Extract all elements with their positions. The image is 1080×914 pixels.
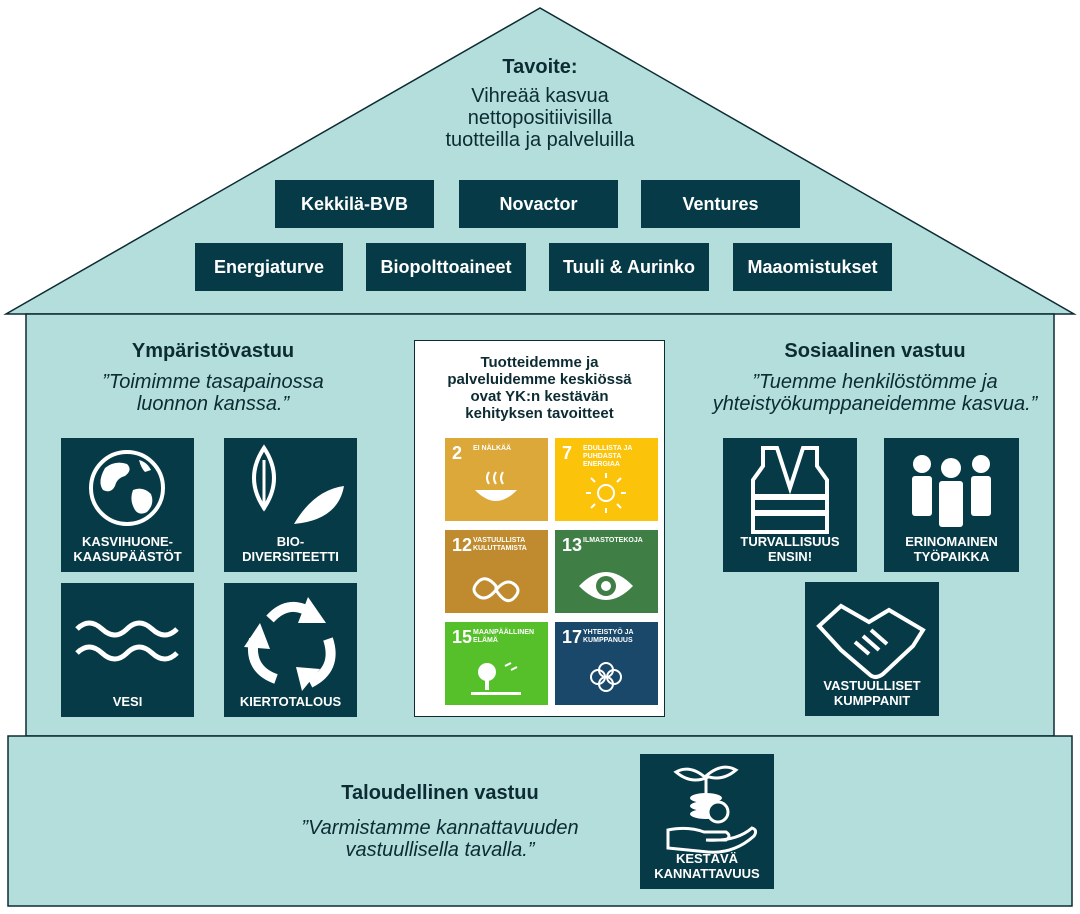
environment-title: Ympäristövastuu — [131, 340, 295, 362]
environment-header: Ympäristövastuu ”Toimimme tasapainossa l… — [40, 340, 386, 415]
goal-line-3: tuotteilla ja palveluilla — [445, 129, 635, 151]
business-tuuli-aurinko: Tuuli & Aurinko — [549, 243, 709, 291]
sdg-number: 7 — [562, 443, 573, 463]
waves-icon — [75, 620, 179, 662]
economic-quote-1: ”Varmistamme kannattavuuden — [301, 817, 579, 839]
people-icon — [912, 455, 991, 527]
tile-water: VESI — [61, 583, 194, 717]
sdg-label: ILMASTOTEKOJA — [583, 537, 643, 544]
goal-section: Tavoite: Vihreää kasvua nettopositiivisi… — [380, 56, 700, 151]
tile-greenhouse-gases: KASVIHUONE-KAASUPÄÄSTÖT — [61, 438, 194, 572]
tile-greenhouse-label: KASVIHUONE-KAASUPÄÄSTÖT — [73, 534, 182, 564]
roof — [3, 7, 1077, 315]
social-quote-2: yhteistyökumppaneidemme kasvua.” — [712, 393, 1038, 415]
social-header: Sosiaalinen vastuu ”Tuemme henkilöstömme… — [690, 340, 1060, 415]
sdg-label: EI NÄLKÄÄ — [473, 445, 512, 452]
sdg-number: 13 — [562, 535, 583, 555]
infinity-icon — [472, 577, 520, 603]
business-biopolttoaineet: Biopolttoaineet — [366, 243, 526, 291]
sdg-number: 2 — [452, 443, 463, 463]
tile-biodiversity-label: BIO-DIVERSITEETTI — [242, 534, 339, 564]
business-novactor: Novactor — [459, 180, 618, 228]
recycle-icon — [244, 597, 336, 691]
eye-globe-icon — [579, 572, 633, 600]
leaves-icon — [252, 444, 344, 524]
tile-circular-label: KIERTOTALOUS — [239, 694, 342, 709]
social-title: Sosiaalinen vastuu — [784, 340, 966, 362]
social-quote-1: ”Tuemme henkilöstömme ja — [752, 371, 998, 393]
sdg-goal-2: 2 EI NÄLKÄÄ — [445, 438, 548, 521]
sdg-panel: Tuotteidemme ja palveluidemme keskiössä … — [414, 340, 665, 717]
environment-quote-2: luonnon kanssa.” — [136, 393, 290, 415]
flower-icon — [590, 662, 622, 692]
business-ventures: Ventures — [641, 180, 800, 228]
tile-biodiversity: BIO-DIVERSITEETTI — [224, 438, 357, 572]
sdg-title: Tuotteidemme ja palveluidemme keskiössä … — [447, 354, 632, 422]
sdg-label: VASTUULLISTA KULUTTAMISTA — [473, 537, 527, 552]
sdg-label: MAANPÄÄLLINEN ELÄMÄ — [473, 629, 535, 644]
goal-title: Tavoite: — [502, 56, 578, 78]
economic-header: Taloudellinen vastuu ”Varmistamme kannat… — [230, 782, 650, 861]
economic-quote-2: vastuullisella tavalla.” — [345, 839, 535, 861]
goal-line-2: nettopositiivisilla — [467, 107, 613, 129]
foundation — [7, 735, 1073, 907]
business-energiaturve: Energiaturve — [195, 243, 343, 291]
bowl-icon — [475, 471, 517, 501]
goal-line-1: Vihreää kasvua — [471, 85, 609, 107]
sun-icon — [586, 473, 626, 513]
tree-icon — [471, 662, 521, 695]
environment-quote-1: ”Toimimme tasapainossa — [102, 371, 324, 393]
sdg-number: 15 — [452, 627, 473, 647]
sdg-number: 17 — [562, 627, 583, 647]
coins-sprout-icon — [666, 765, 758, 854]
sdg-goal-7: 7 EDULLISTA JA PUHDASTA ENERGIAA — [555, 438, 658, 521]
business-maaomistukset: Maaomistukset — [733, 243, 892, 291]
vest-icon — [751, 446, 829, 534]
tile-circular-economy: KIERTOTALOUS — [224, 583, 357, 717]
globe-icon — [89, 450, 165, 526]
economic-title: Taloudellinen vastuu — [341, 782, 539, 804]
tile-water-label: VESI — [112, 694, 143, 709]
sdg-label: EDULLISTA JA PUHDASTA ENERGIAA — [583, 445, 633, 468]
sdg-label: YHTEISTYÖ JA KUMPPANUUS — [583, 629, 634, 644]
sdg-number: 12 — [452, 535, 473, 555]
handshake-icon — [816, 603, 926, 679]
business-kekkila-bvb: Kekkilä-BVB — [275, 180, 434, 228]
